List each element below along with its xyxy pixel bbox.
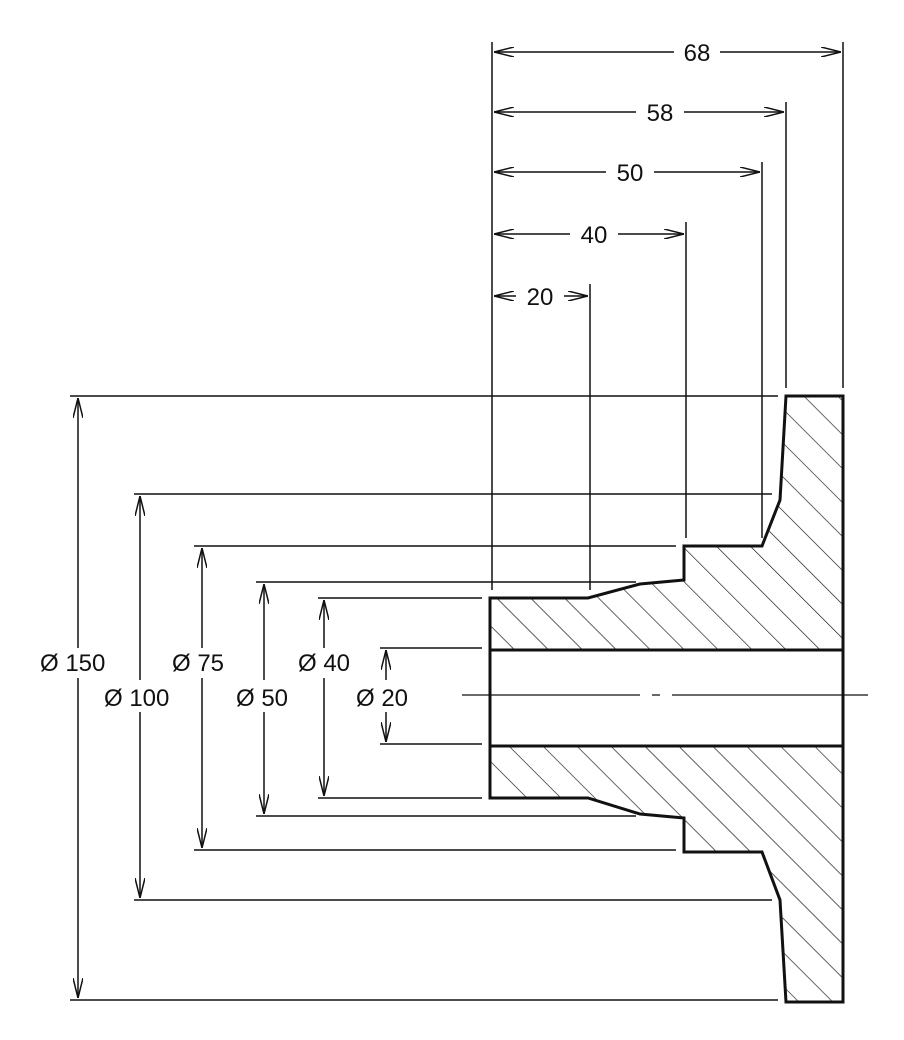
- length-dimensions: 68 58 50 40 20: [491, 40, 844, 590]
- dim-label-d40: Ø 40: [298, 650, 350, 677]
- lower-section-hatch: [490, 746, 843, 1002]
- dim-label-58: 58: [647, 100, 674, 127]
- lower-profile-outline: [488, 746, 845, 1004]
- diameter-dimensions: Ø 150 Ø 100 Ø 75 Ø 50 Ø 40 Ø 20: [40, 395, 778, 1001]
- dim-label-50: 50: [617, 160, 644, 187]
- dim-label-d50: Ø 50: [236, 685, 288, 712]
- dim-label-d100: Ø 100: [104, 685, 169, 712]
- dim-label-20: 20: [527, 284, 554, 311]
- dim-label-40: 40: [581, 222, 608, 249]
- dim-label-d75: Ø 75: [172, 650, 224, 677]
- upper-section-hatch: [490, 396, 843, 650]
- dim-label-d150: Ø 150: [40, 650, 105, 677]
- part-section: [462, 394, 868, 1004]
- dim-label-68: 68: [684, 40, 711, 67]
- upper-profile-outline: [488, 394, 845, 650]
- dim-label-d20: Ø 20: [356, 685, 408, 712]
